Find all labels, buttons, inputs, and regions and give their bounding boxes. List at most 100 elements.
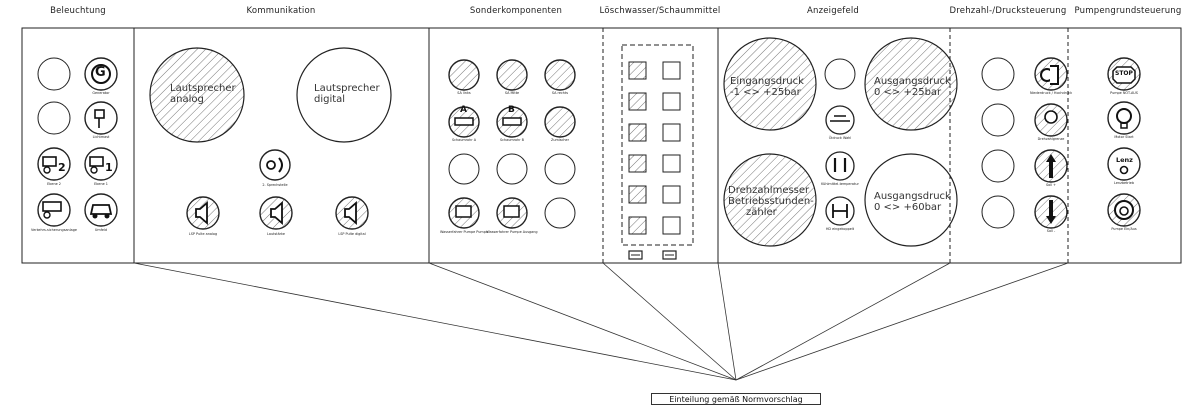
umfeld-button xyxy=(84,193,118,227)
soll-minus-label: Soll - xyxy=(1046,229,1056,233)
empty-slot xyxy=(37,101,71,135)
section-title: Drehzahl-/Drucksteuerung xyxy=(949,6,1067,16)
funnel-lines xyxy=(133,262,1069,381)
soll-plus-label: Soll + xyxy=(1045,183,1057,187)
section-title: Beleuchtung xyxy=(50,6,106,16)
sa-links-button xyxy=(448,59,480,91)
zumischer-button xyxy=(544,106,576,138)
empty-slot xyxy=(544,153,576,185)
section-title: Kommunikation xyxy=(246,6,316,16)
section-title: Sonderkomponenten xyxy=(469,6,563,16)
oeldruck-button xyxy=(825,105,855,135)
empty-slot xyxy=(824,58,856,90)
eingangsdruck-gauge xyxy=(723,37,817,131)
valve-switch-hatched xyxy=(628,154,647,173)
hd-eingekoppelt-label: HD eingekoppelt xyxy=(825,227,855,231)
lichtmast-label: Lichtmast xyxy=(92,135,110,139)
lsp-digital-label: LSP Pulte digital xyxy=(338,232,366,236)
valve-switch-hatched xyxy=(628,185,647,204)
lautsprecher-analog-line1: Lautsprecher xyxy=(170,83,236,94)
lichtmast-button xyxy=(84,101,118,135)
stop-text: STOP xyxy=(1115,70,1133,77)
lautsprecher-analog-display xyxy=(149,47,245,143)
kommunikation-section xyxy=(149,47,392,230)
sa-mitte-button xyxy=(496,59,528,91)
schaumrohr-a-label: Schaumrohr A xyxy=(451,138,477,142)
drehzahlmesser-title: Drehzahlmesser xyxy=(728,185,810,196)
empty-slot xyxy=(544,197,576,229)
motor-start-label: Motor Start xyxy=(1114,135,1134,139)
empty-slot xyxy=(981,149,1015,183)
generator-button xyxy=(84,57,118,91)
pumpe-ein-aus-label: Pumpe Ein/Aus xyxy=(1111,227,1137,231)
eingangsdruck-range: -1 <> +25bar xyxy=(730,87,801,98)
eingangsdruck-title: Eingangsdruck xyxy=(730,76,804,87)
ausgangsdruck2-gauge xyxy=(864,153,958,247)
ausgangsdruck1-range: 0 <> +25bar xyxy=(874,87,942,98)
lsp-analog-label: LSP Pulte analog xyxy=(188,232,218,236)
niederdruck-label: Niederdruck / Hochdruck xyxy=(1029,91,1073,95)
schaumrohr-b-label: Schaumrohr B xyxy=(499,138,525,142)
sa-rechts-button xyxy=(544,59,576,91)
zumischer-label: Zumischer xyxy=(551,138,569,142)
valve-switch-hatched xyxy=(628,216,647,235)
ebene2-button xyxy=(37,147,71,181)
hd-eingekoppelt-button xyxy=(825,196,855,226)
lautsprecher-digital-line1: Lautsprecher xyxy=(314,83,380,94)
kuehlmittel-button xyxy=(825,151,855,181)
motor-start-button xyxy=(1107,101,1141,135)
beleuchtung-section xyxy=(37,57,118,227)
lautsprecher-analog-line2: analog xyxy=(170,94,204,105)
drehzahl-section xyxy=(981,57,1068,229)
empty-slot xyxy=(981,57,1015,91)
level-badge: 2 xyxy=(58,161,66,174)
ausgangsdruck1-title: Ausgangsdruck xyxy=(874,76,951,87)
valve-indicator xyxy=(628,250,643,260)
level-badge: 1 xyxy=(105,161,113,174)
ebene2-label: Ebene 2 xyxy=(47,182,61,186)
lautsprecher-digital-display xyxy=(296,47,392,143)
sa-links-label: SA links xyxy=(457,91,471,95)
valve-switch xyxy=(662,185,681,204)
drehzahlmesser-gauge xyxy=(723,153,817,247)
not-aus-label: Pumpe NOT-AUS xyxy=(1110,91,1138,95)
valve-switch xyxy=(662,92,681,111)
ausgangsdruck2-title: Ausgangsdruck xyxy=(874,191,951,202)
wasser-ausgang-label: Wasserfahrer Pumpe Ausgang xyxy=(486,230,538,234)
valve-switch xyxy=(662,216,681,235)
lautsprecher-digital-line2: digital xyxy=(314,94,346,105)
valve-switch xyxy=(662,123,681,142)
sprechstelle-button xyxy=(259,149,291,181)
sprechstelle-label: 2. Sprechstelle xyxy=(262,183,288,187)
empty-slot xyxy=(37,57,71,91)
verkehr-label: Verkehrs-sicherungsanlage xyxy=(31,228,77,232)
valve-frame xyxy=(621,44,694,246)
valve-switch-hatched xyxy=(628,61,647,80)
footer-caption: Einteilung gemäß Normvorschlag xyxy=(651,393,821,405)
oeldruck-label: Öldruck Wahl xyxy=(828,136,852,140)
empty-slot xyxy=(981,103,1015,137)
ausgangsdruck2-range: 0 <> +60bar xyxy=(874,202,942,213)
sa-rechts-label: SA rechts xyxy=(551,91,569,95)
kuehlmittel-label: Kühlmittel-temperatur xyxy=(821,182,859,186)
empty-slot xyxy=(496,153,528,185)
valve-switch xyxy=(662,61,681,80)
anzeigefeld-section xyxy=(723,37,958,247)
ebene1-label: Ebene 1 xyxy=(94,182,108,186)
section-title: Anzeigefeld xyxy=(806,6,860,16)
empty-slot xyxy=(448,153,480,185)
panel-outline xyxy=(21,27,1182,264)
lenzbetrieb-button xyxy=(1107,147,1141,181)
section-title: Löschwasser/Schaummittel xyxy=(599,6,721,16)
valve-indicator xyxy=(662,250,677,260)
pumpen-section xyxy=(1107,57,1141,227)
schaumrohr-b-letter: B xyxy=(508,105,515,115)
sa-mitte-label: SA Mitte xyxy=(504,91,520,95)
valve-switch xyxy=(662,154,681,173)
ausgangsdruck1-gauge xyxy=(864,37,958,131)
verkehr-button xyxy=(37,193,71,227)
lautstaerke-label: Lautstärke xyxy=(267,232,285,236)
lenz-text: Lenz xyxy=(1116,156,1133,164)
wasser-pumpe-label: Wasserfahrer Pumpe Pumpe xyxy=(440,230,488,234)
